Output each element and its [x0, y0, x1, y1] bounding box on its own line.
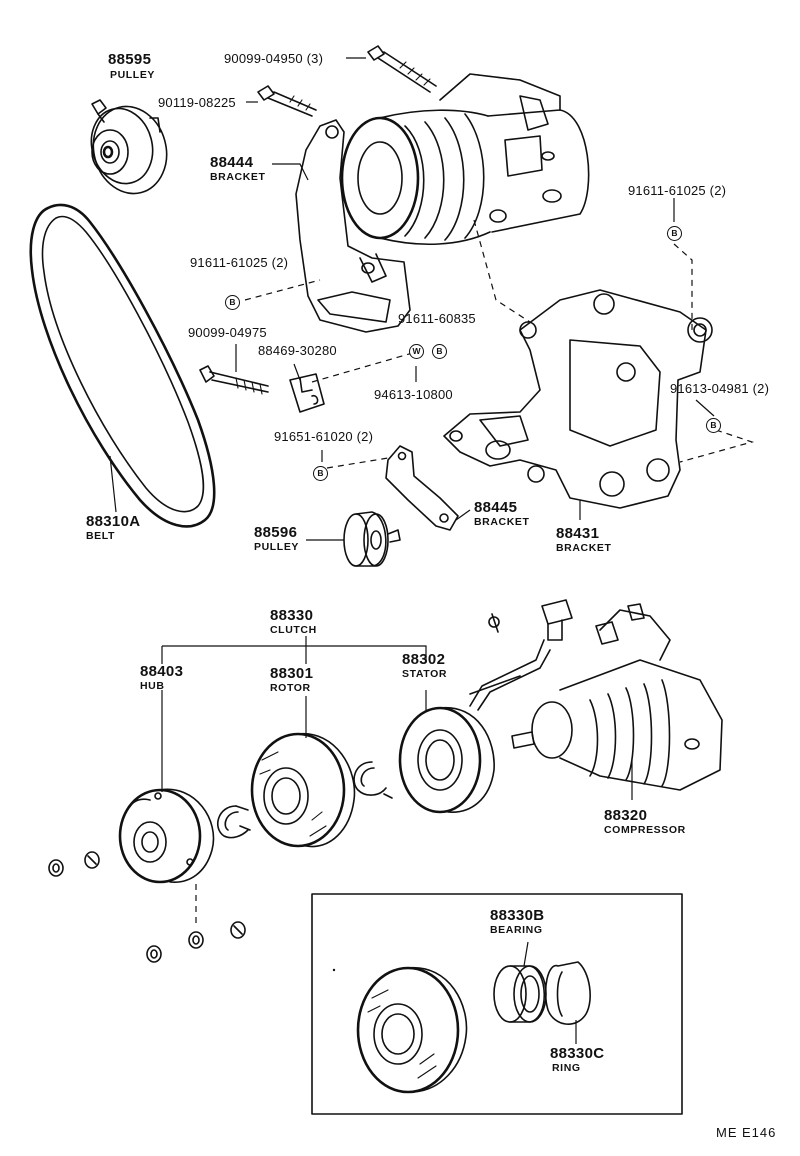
label-88330B-name: BEARING — [490, 924, 543, 936]
bolt-90119-08225-drawing — [257, 85, 317, 117]
snap-ring-rotor-drawing — [353, 761, 393, 799]
label-leaders — [109, 57, 715, 541]
label-91611-61025-right: 91611-61025 (2) — [628, 183, 727, 198]
washer-marker-w: W — [409, 344, 424, 359]
bolt-marker-b: B — [225, 295, 240, 310]
label-90099-04975: 90099-04975 — [188, 325, 267, 340]
label-88431-number: 88431 — [556, 525, 600, 542]
label-88431-name: BRACKET — [556, 542, 612, 554]
illustration-code-prefix: ME — [716, 1125, 738, 1140]
dashed-leaders-top — [244, 219, 755, 469]
bolt-90099-04975-drawing — [199, 365, 269, 395]
label-88444-number: 88444 — [210, 154, 254, 171]
label-88310A-name: BELT — [86, 530, 116, 542]
pulley-88596-drawing — [343, 511, 401, 567]
clutch-group-leader — [161, 636, 427, 664]
label-88444-name: BRACKET — [210, 171, 266, 183]
rotor-88301-drawing — [250, 696, 356, 848]
belt-88310A-drawing — [29, 203, 216, 528]
compressor-top-drawing — [340, 73, 590, 245]
label-90119-08225: 90119-08225 — [158, 95, 236, 110]
bolt-90099-04950-drawing — [367, 45, 437, 93]
small-hardware-drawing — [48, 851, 246, 963]
bolt-marker-b: B — [313, 466, 328, 481]
label-88330-name: CLUTCH — [270, 624, 317, 636]
label-88596-number: 88596 — [254, 524, 298, 541]
label-91651-61020: 91651-61020 (2) — [274, 429, 374, 444]
label-88302-name: STATOR — [402, 668, 448, 680]
bolt-marker-b: B — [432, 344, 447, 359]
label-88320-name: COMPRESSOR — [604, 824, 686, 836]
bracket-88445-drawing — [385, 445, 459, 531]
label-88330-number: 88330 — [270, 607, 314, 624]
label-88595-number: 88595 — [108, 51, 152, 68]
label-88403-name: HUB — [140, 680, 165, 692]
label-88445-name: BRACKET — [474, 516, 530, 528]
label-90099-04950: 90099-04950 (3) — [224, 51, 324, 66]
label-91611-61025-left: 91611-61025 (2) — [190, 255, 289, 270]
clip-88469-30280-drawing — [289, 373, 325, 413]
label-88445-number: 88445 — [474, 499, 518, 516]
bracket-88444-drawing — [295, 119, 411, 333]
compressor-88320-drawing — [511, 603, 723, 800]
label-88330C-number: 88330C — [550, 1045, 605, 1062]
label-88320-number: 88320 — [604, 807, 648, 824]
bracket-88431-drawing — [443, 289, 713, 509]
bolt-marker-b: B — [706, 418, 721, 433]
label-88469-30280: 88469-30280 — [258, 343, 337, 358]
stator-88302-drawing — [398, 599, 573, 814]
inset-box-drawing — [311, 893, 683, 1115]
label-88596-name: PULLEY — [254, 541, 300, 553]
label-88301-number: 88301 — [270, 665, 314, 682]
pulley-88595-drawing — [90, 99, 168, 195]
label-88302-number: 88302 — [402, 651, 446, 668]
illustration-code: E146 — [742, 1125, 777, 1140]
bolt-marker-b: B — [667, 226, 682, 241]
label-88403-number: 88403 — [140, 663, 184, 680]
label-91611-60835: 91611-60835 — [398, 311, 476, 326]
label-91613-04981: 91613-04981 (2) — [670, 381, 770, 396]
snap-ring-hub-drawing — [216, 805, 251, 839]
label-88330B-number: 88330B — [490, 907, 545, 924]
hub-88403-drawing — [118, 690, 215, 928]
label-88595-name: PULLEY — [110, 69, 156, 81]
label-94613-10800: 94613-10800 — [374, 387, 453, 402]
label-88301-name: ROTOR — [270, 682, 311, 694]
label-88310A-number: 88310A — [86, 513, 141, 530]
label-88330C-name: RING — [552, 1062, 581, 1074]
